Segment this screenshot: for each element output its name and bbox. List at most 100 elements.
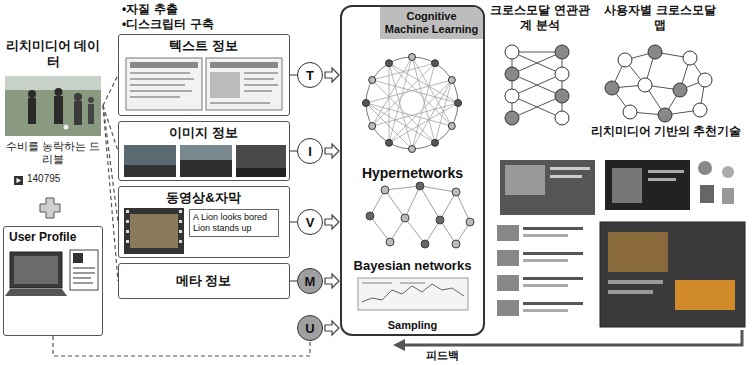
hollow-arrow	[325, 68, 339, 82]
recommendation-screenshots-part	[722, 188, 734, 204]
bayesian-network-graph-part	[421, 240, 429, 248]
node-text: 140795	[27, 173, 97, 185]
node-text: Bayesian networks	[342, 258, 483, 274]
feature-box: 동영상&자막 A Lion looks bored Lion stands up	[118, 186, 290, 258]
connector-line	[103, 75, 118, 106]
connector-path	[290, 150, 297, 151]
bayesian-network-graph-part	[386, 238, 394, 246]
feedback-arrow-part	[393, 339, 405, 351]
node-title: Cognitive Machine Learning	[380, 7, 483, 39]
user-crossmodal-map-part	[693, 103, 707, 117]
text-thumbnails-part	[244, 90, 272, 92]
soccer-photo-part	[74, 101, 82, 125]
crossmodal-relation-graph-part	[505, 111, 519, 125]
connector-line	[290, 222, 297, 223]
recommendation-screenshots-part	[608, 232, 668, 272]
bayesian-network-graph-part	[416, 182, 424, 190]
connector-line	[103, 106, 118, 282]
text-thumbnails-part	[130, 90, 192, 92]
node-title: 리치미디어 데이터	[3, 38, 103, 69]
node-title: User Profile	[9, 230, 97, 244]
video-thumbnail-part	[124, 208, 184, 254]
node-text: Hypernetworks	[342, 165, 483, 182]
image-thumbnails-part	[124, 165, 176, 177]
user-crossmodal-map-part	[648, 45, 662, 59]
node-text: A Lion looks bored Lion stands up	[189, 209, 279, 237]
recommendation-screenshots-part	[497, 300, 519, 316]
hypernetwork-graph-part	[366, 57, 458, 149]
bayesian-network-graph	[366, 182, 474, 248]
connector-path	[290, 74, 297, 75]
text-thumbnails-part	[130, 78, 194, 80]
hypernetwork-graph-part	[432, 60, 439, 67]
crossmodal-relation-graph-part	[505, 45, 519, 59]
feedback-arrow-part	[404, 330, 742, 345]
recommendation-screenshots-part	[612, 168, 642, 203]
hypernetwork-graph-part	[366, 57, 458, 149]
video-thumbnail-part	[130, 214, 178, 248]
connector-line	[103, 106, 118, 223]
recommendation-screenshots-part	[550, 167, 590, 170]
recommendation-screenshots-part	[523, 234, 568, 237]
hypernetwork-graph-part	[386, 60, 393, 67]
node-title: 메타 정보	[119, 273, 288, 289]
node-title: 이미지 정보	[119, 125, 288, 141]
play-icon	[14, 176, 23, 185]
crossmodal-relation-graph-part	[555, 89, 569, 103]
modality-circle: M	[297, 268, 323, 294]
user-profile-picture-part	[5, 289, 67, 296]
sampling-plot-part	[362, 282, 392, 284]
video-thumbnail-part	[126, 220, 129, 223]
user-profile-picture-part	[10, 252, 62, 288]
node-title: 동영상&자막	[119, 190, 288, 206]
crossmodal-relation-graph-part	[555, 111, 569, 125]
soccer-photo	[5, 76, 101, 136]
plus-symbol	[40, 198, 60, 218]
video-thumbnail-part	[179, 210, 182, 213]
recommendation-screenshots-part	[497, 275, 519, 291]
recommendation-screenshots-part	[675, 280, 735, 310]
recommendation-screenshots-part	[523, 227, 583, 230]
connector-line	[290, 281, 297, 282]
user-crossmodal-map-part	[623, 105, 637, 119]
recommendation-screenshots-part	[523, 259, 568, 262]
video-thumbnail-part	[179, 240, 182, 243]
text-thumbnails-part	[210, 72, 240, 98]
user-crossmodal-map-part	[638, 78, 652, 92]
hypernetwork-graph-part	[369, 123, 376, 130]
recommendation-screenshots-part	[600, 222, 745, 327]
sampling-plot-part	[362, 284, 464, 302]
recommendation-screenshots-part	[605, 160, 690, 210]
recommendation-screenshots-part	[523, 309, 568, 312]
feedback-label: 피드백	[420, 349, 464, 363]
text-thumbnails-part	[130, 96, 180, 98]
step-label: •디스크립터 구축	[122, 17, 252, 31]
soccer-photo-part	[28, 98, 36, 124]
recommendation-screenshots-part	[700, 185, 714, 203]
connector-line	[290, 151, 297, 152]
soccer-photo-part	[74, 93, 82, 101]
hypernetwork-graph	[363, 54, 462, 153]
hypernetwork-graph-part	[432, 139, 439, 146]
user-profile-picture-part	[73, 267, 95, 269]
user-crossmodal-map-part	[698, 73, 712, 87]
image-thumbnails-part	[180, 160, 232, 177]
soccer-photo-part	[55, 88, 63, 96]
text-thumbnails-part	[244, 78, 274, 80]
connector-path	[290, 280, 297, 281]
user-crossmodal-map-part	[683, 51, 697, 65]
crossmodal-relation-graph-part	[512, 52, 562, 118]
user-profile-picture-part	[70, 250, 98, 290]
step-label: •자질 추출	[122, 2, 252, 16]
hollow-arrow	[325, 215, 339, 229]
feature-box: 텍스트 정보	[118, 34, 290, 116]
modality-circle: U	[297, 315, 323, 341]
hollow-arrow-shape	[325, 274, 339, 288]
node-title: I	[308, 145, 312, 158]
hypernetwork-graph-part	[369, 77, 376, 84]
recommendation-screenshots-part	[648, 178, 676, 181]
user-crossmodal-map-part	[673, 83, 687, 97]
recommendation-screenshots-part	[523, 277, 583, 280]
